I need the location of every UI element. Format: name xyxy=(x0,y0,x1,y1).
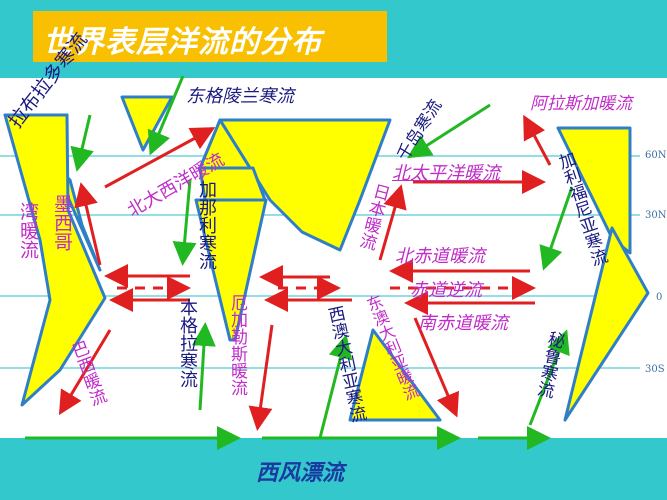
australia-shape xyxy=(348,328,442,422)
label-equatorial-counter-current: 赤道逆流 xyxy=(410,280,482,301)
africa-shape xyxy=(194,198,268,342)
cold-current-arrows xyxy=(25,75,574,450)
title-banner: 世界表层洋流的分布 xyxy=(33,11,387,62)
warm-current-arrows xyxy=(58,114,552,431)
label-alaska-current: 阿拉斯加暖流 xyxy=(530,94,632,114)
label-south-equatorial-current: 南赤道暖流 xyxy=(418,313,508,334)
label-agulhas-current: 厄加勒斯暖流 xyxy=(227,294,247,396)
label-east-greenland-current: 东格陵兰寒流 xyxy=(186,86,294,107)
label-north-equatorial-current: 北赤道暖流 xyxy=(395,246,485,267)
label-north-pacific-current: 北太平洋暖流 xyxy=(392,163,500,184)
greenland-shape xyxy=(120,95,174,152)
page-title: 世界表层洋流的分布 xyxy=(43,25,322,60)
label-west-wind-drift: 西风漂流 xyxy=(256,461,345,486)
americas-shape xyxy=(3,113,107,407)
south-america-west-shape xyxy=(563,226,650,422)
latitude-label-equator: 0 xyxy=(656,292,663,303)
label-gulf-stream: 湾暖流 xyxy=(17,202,39,259)
latitude-label-60n: 60N xyxy=(645,150,667,161)
label-benguela-current: 本格拉寒流 xyxy=(177,298,198,388)
latitude-label-30s: 30S xyxy=(645,364,665,375)
label-canary-current: 加那利寒流 xyxy=(196,180,217,270)
latitude-label-30n: 30N xyxy=(645,210,667,221)
label-mexico: 墨西哥 xyxy=(51,194,73,251)
north-america-west-shape xyxy=(556,126,632,255)
landmasses xyxy=(3,95,650,422)
